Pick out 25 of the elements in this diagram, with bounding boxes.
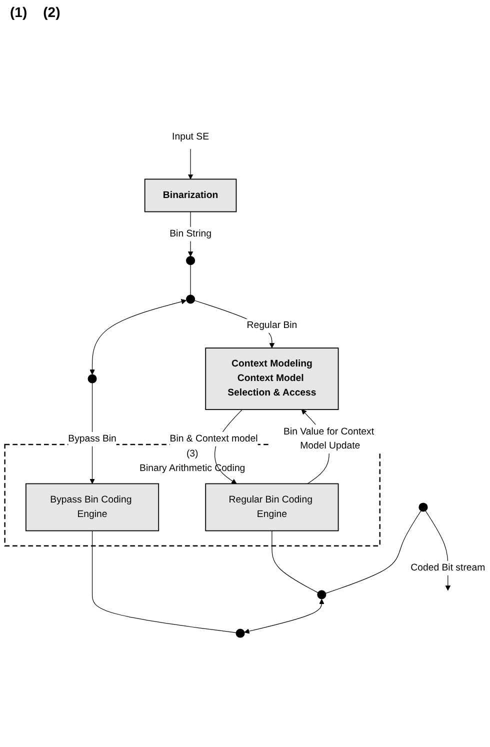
edge-label: Bypass Bin [68, 434, 116, 444]
step-number: (2) [43, 4, 60, 20]
arrow [244, 598, 324, 634]
node-box: Context Modeling Context Model Selection & Access [205, 348, 339, 410]
connector [325, 510, 422, 594]
arrow [188, 148, 194, 180]
node-circle [317, 590, 326, 600]
connector [92, 530, 236, 634]
node-circle [186, 294, 196, 304]
arrow [90, 299, 186, 375]
node-box: Bypass Bin Coding Engine [25, 483, 160, 532]
node-circle [186, 256, 196, 266]
connector [272, 530, 318, 593]
node-box: Binarization [144, 178, 237, 212]
step-number: (1) [10, 4, 28, 20]
node-text: Input SE [172, 132, 210, 142]
node-circle [236, 628, 245, 638]
edge-label: Coded Bit stream [410, 562, 486, 573]
edge-label: Bin String [170, 228, 212, 239]
node-circle [418, 502, 428, 512]
connector [190, 264, 191, 296]
edge-label: Bin & Context model [170, 434, 258, 444]
node-circle [88, 374, 97, 384]
edge-label: Regular Bin [246, 320, 298, 331]
node-box: Regular Bin Coding Engine [205, 483, 339, 532]
